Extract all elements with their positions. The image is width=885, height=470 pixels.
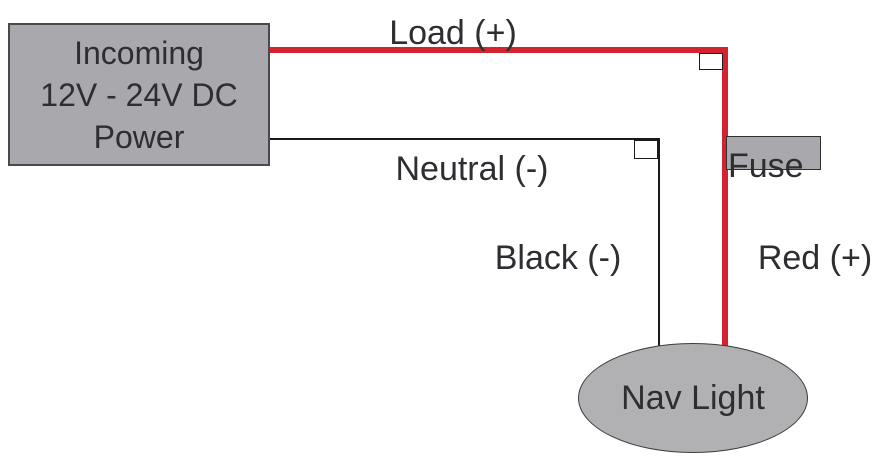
positive-wire-vertical [722, 47, 728, 352]
nav-light-label: Nav Light [621, 378, 765, 417]
load-wire-label: Load (+) [389, 14, 517, 52]
load-wire-corner-connector [699, 53, 723, 70]
positive-wire-horizontal [270, 47, 728, 53]
fuse-label: Fuse [728, 147, 804, 185]
neutral-wire-horizontal [270, 138, 660, 140]
power-box-label-line2: 12V - 24V DC [40, 76, 238, 113]
neutral-wire-label: Neutral (-) [395, 150, 549, 188]
power-box-label-line1: Incoming [74, 34, 204, 71]
nav-light-ellipse: Nav Light [578, 343, 808, 453]
black-wire-label: Black (-) [494, 239, 622, 277]
neutral-wire-vertical [658, 138, 660, 350]
fuse-box [726, 136, 821, 170]
power-box-label-line3: Power [93, 118, 185, 155]
incoming-power-box: Incoming 12V - 24V DC Power [8, 23, 270, 166]
neutral-wire-corner-connector [634, 140, 658, 159]
red-wire-label: Red (+) [757, 239, 873, 277]
